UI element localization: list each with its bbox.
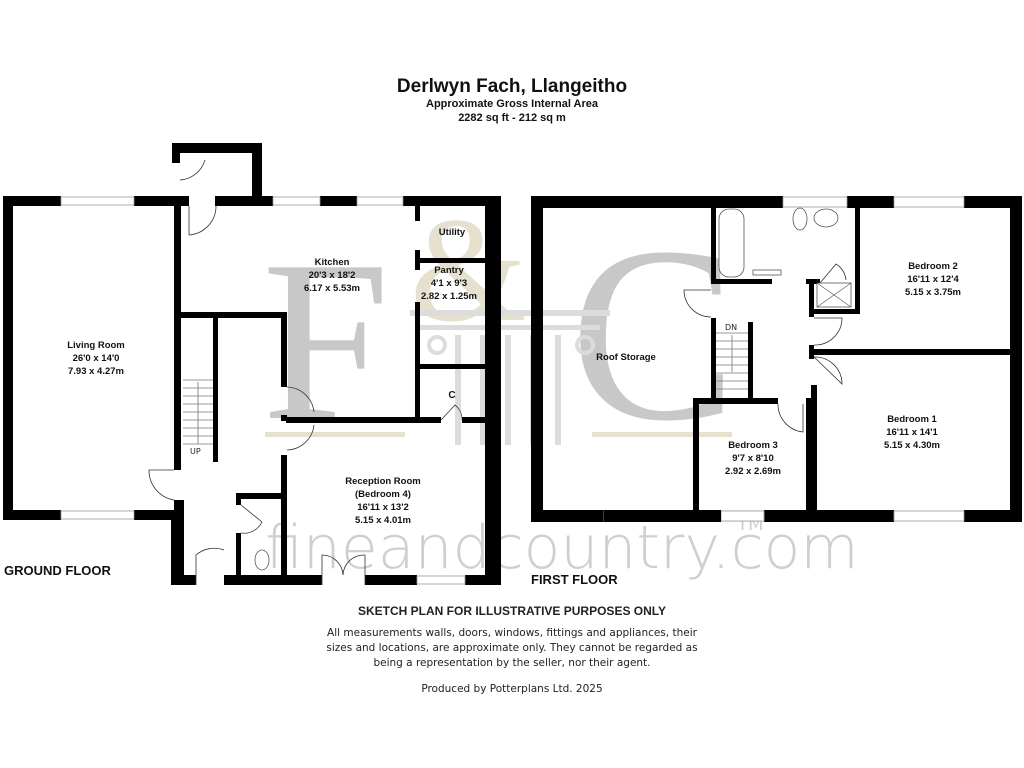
disclaimer-line-1: All measurements walls, doors, windows, … <box>327 627 697 639</box>
svg-text:16'11 x 13'2: 16'11 x 13'2 <box>357 502 409 513</box>
watermark-website: fineandcountry.com <box>265 513 859 583</box>
stairs-down-label: DN <box>725 323 737 332</box>
first-floor-walls <box>531 196 1022 522</box>
svg-text:16'11 x 14'1: 16'11 x 14'1 <box>886 427 938 438</box>
svg-text:5.15 x 4.30m: 5.15 x 4.30m <box>884 440 940 451</box>
svg-text:2.92 x 2.69m: 2.92 x 2.69m <box>725 466 781 477</box>
svg-text:Pantry: Pantry <box>434 265 464 276</box>
svg-text:C: C <box>448 390 455 401</box>
room-kitchen[interactable]: Kitchen 20'3 x 18'2 6.17 x 5.53m <box>304 257 360 294</box>
ground-floor-labels: Living Room 26'0 x 14'0 7.93 x 4.27m Kit… <box>67 227 477 526</box>
svg-text:26'0 x 14'0: 26'0 x 14'0 <box>73 353 120 364</box>
disclaimer-line-2: sizes and locations, are approximate onl… <box>326 642 698 654</box>
first-floor-label: FIRST FLOOR <box>531 572 618 587</box>
room-living-room[interactable]: Living Room 26'0 x 14'0 7.93 x 4.27m <box>67 340 125 377</box>
ground-floor-doors <box>148 159 463 585</box>
svg-text:Bedroom 3: Bedroom 3 <box>728 440 778 451</box>
svg-text:9'7 x 8'10: 9'7 x 8'10 <box>732 453 774 464</box>
svg-text:7.93 x 4.27m: 7.93 x 4.27m <box>68 366 124 377</box>
bathtub-icon <box>718 208 745 278</box>
svg-text:Bedroom 2: Bedroom 2 <box>908 261 958 272</box>
disclaimer-line-3: being a representation by the seller, no… <box>373 657 651 669</box>
svg-text:Roof Storage: Roof Storage <box>596 352 656 363</box>
ground-floor-walls <box>3 143 501 585</box>
stairs-up-label: UP <box>190 447 201 456</box>
room-bedroom-2[interactable]: Bedroom 2 16'11 x 12'4 5.15 x 3.75m <box>905 261 961 298</box>
disclaimer: All measurements walls, doors, windows, … <box>0 626 1024 671</box>
sink-icon <box>813 208 839 228</box>
room-pantry[interactable]: Pantry 4'1 x 9'3 2.82 x 1.25m <box>421 265 477 302</box>
svg-text:Bedroom 1: Bedroom 1 <box>887 414 937 425</box>
ground-floor-windows <box>60 196 466 585</box>
svg-text:20'3 x 18'2: 20'3 x 18'2 <box>309 270 356 281</box>
room-roof-storage[interactable]: Roof Storage <box>596 352 656 363</box>
room-bedroom-3[interactable]: Bedroom 3 9'7 x 8'10 2.92 x 2.69m <box>725 440 781 477</box>
toilet-icon <box>254 549 270 571</box>
svg-text:Reception Room: Reception Room <box>345 476 420 487</box>
room-cupboard[interactable]: C <box>448 390 455 401</box>
first-floor-doors <box>683 263 847 433</box>
svg-text:Utility: Utility <box>439 227 466 238</box>
svg-text:16'11 x 12'4: 16'11 x 12'4 <box>907 274 959 285</box>
ground-floor-stairs[interactable]: UP <box>183 379 213 456</box>
gross-area: 2282 sq ft - 212 sq m <box>458 112 566 124</box>
first-floor-labels: Roof Storage Bedroom 2 16'11 x 12'4 5.15… <box>596 261 961 477</box>
property-title: Derlwyn Fach, Llangeitho <box>396 76 628 97</box>
svg-text:2.82 x 1.25m: 2.82 x 1.25m <box>421 291 477 302</box>
room-reception[interactable]: Reception Room (Bedroom 4) 16'11 x 13'2 … <box>345 476 420 526</box>
sketch-plan-heading: SKETCH PLAN FOR ILLUSTRATIVE PURPOSES ON… <box>357 604 667 618</box>
producer-credit: Produced by Potterplans Ltd. 2025 <box>421 683 603 695</box>
svg-text:Living Room: Living Room <box>67 340 125 351</box>
watermark-c: C <box>570 196 737 473</box>
area-subtitle: Approximate Gross Internal Area <box>426 98 598 110</box>
svg-text:5.15 x 3.75m: 5.15 x 3.75m <box>905 287 961 298</box>
first-floor-stairs[interactable]: DN <box>716 323 748 390</box>
toilet-icon <box>792 207 808 231</box>
watermark-logo: F & C fineandcountry.com TM <box>262 187 859 583</box>
ground-floor-label: GROUND FLOOR <box>4 563 111 578</box>
svg-text:Kitchen: Kitchen <box>315 257 350 268</box>
room-utility[interactable]: Utility <box>439 227 466 238</box>
svg-text:4'1 x 9'3: 4'1 x 9'3 <box>431 278 467 289</box>
first-floor-bottom-wall <box>604 510 721 522</box>
svg-text:6.17 x 5.53m: 6.17 x 5.53m <box>304 283 360 294</box>
bathroom-fixtures <box>718 207 852 308</box>
room-bedroom-1[interactable]: Bedroom 1 16'11 x 14'1 5.15 x 4.30m <box>884 414 940 451</box>
svg-text:5.15 x 4.01m: 5.15 x 4.01m <box>355 515 411 526</box>
svg-text:(Bedroom 4): (Bedroom 4) <box>355 489 411 500</box>
